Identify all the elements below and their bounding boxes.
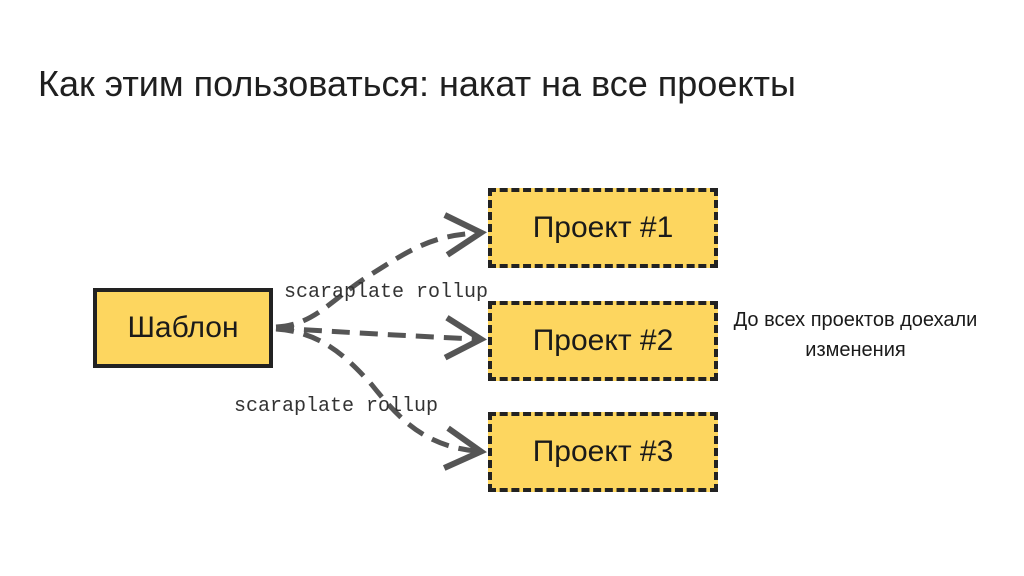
project-3-box: Проект #3 — [488, 412, 718, 492]
arrow-to-project-3 — [275, 326, 487, 471]
slide-title: Как этим пользоваться: накат на все прое… — [38, 63, 796, 104]
arrow-to-project-1 — [275, 212, 488, 330]
command-label-bottom: scaraplate rollup — [234, 395, 439, 418]
template-box: Шаблон — [93, 288, 273, 368]
arrow-to-project-2 — [275, 315, 488, 361]
result-note: До всех проектов доехали изменения — [733, 309, 978, 361]
command-label-top: scaraplate rollup — [284, 281, 489, 304]
project-2-box: Проект #2 — [488, 301, 718, 381]
project-1-box: Проект #1 — [488, 188, 718, 268]
